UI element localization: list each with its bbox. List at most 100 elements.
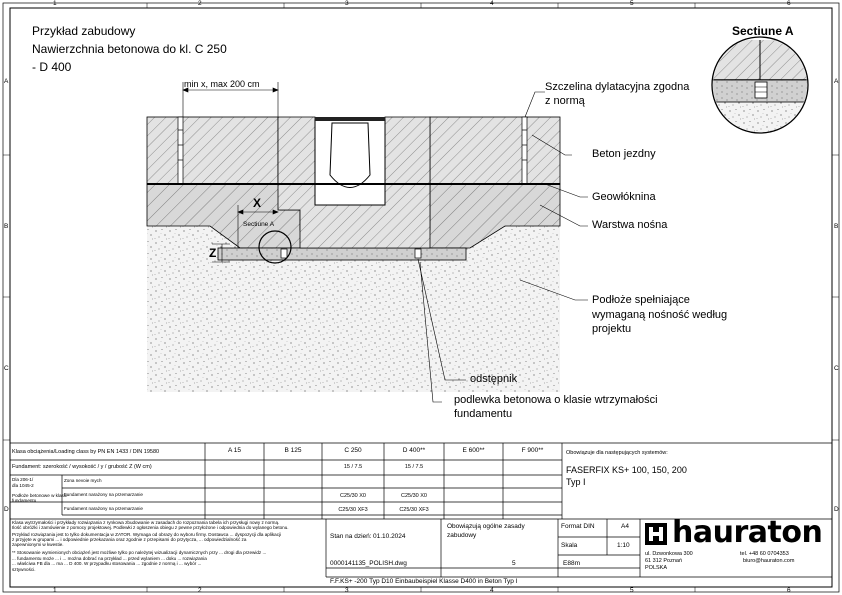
format-value: A4 — [621, 523, 629, 530]
callout-foundation-2: fundamentu — [454, 408, 513, 420]
dimension-x — [237, 205, 279, 248]
grid-col-6-bottom: 6 — [787, 587, 791, 594]
applies-line-1: Obowiązują ogólne zasady — [447, 523, 525, 530]
company-address-1: ul. Dzwonkowa 300 — [645, 551, 693, 557]
callout-subgrade-2: wymaganą nośność według — [592, 309, 728, 321]
class-e600: E 600** — [462, 447, 485, 454]
row-frost-left-2: fundamentu — [12, 498, 37, 503]
callout-expansion-joint-1: Szczelina dylatacyjna zgodna — [545, 81, 690, 93]
company-address-2: 61 312 Poznań — [645, 558, 683, 564]
hauraton-logo-mark — [645, 523, 667, 545]
callout-subgrade-3: projektu — [592, 323, 632, 335]
top-concrete-right — [429, 116, 561, 185]
class-a15: A 15 — [227, 447, 241, 454]
grid-col-1: 1 — [53, 0, 57, 7]
row-frost-sub: Fundament narażony na przemarzanie — [64, 492, 143, 497]
ratio-d400: 15 / 7.5 — [404, 464, 424, 470]
system-type: Typ I — [566, 477, 586, 487]
note-line-9: sztywności. — [12, 567, 36, 572]
z-label: Z — [209, 246, 217, 260]
file-name: 0000141135_POLISH.dwg — [330, 560, 407, 567]
row-concrete-left-1: Dla 206-1/ — [12, 477, 34, 482]
system-header: Obowiązuje dla następujących systemów: — [566, 450, 668, 456]
callout-foundation-1: podlewka betonowa o klasie wtrzymałości — [454, 394, 658, 406]
grid-col-2-bottom: 2 — [198, 587, 202, 594]
status-label: Stan na dzień: — [330, 533, 372, 540]
class-d400: D 400** — [402, 447, 426, 454]
note-line-6: ** Stosowanie wymienionych obciążeń jest… — [12, 550, 267, 555]
system-name: FASERFIX KS+ 100, 150, 200 — [566, 465, 687, 475]
note-line-3: Przykład rozwiązania jest to tylko dokum… — [12, 532, 282, 537]
dimension-z — [212, 243, 230, 263]
grid-row-a: A — [4, 78, 9, 85]
applies-line-2: zabudowy — [447, 532, 477, 539]
callout-base-layer: Warstwa nośna — [592, 219, 668, 231]
title-line-3: - D 400 — [32, 60, 72, 74]
company-phone: tel. +48 60 0704353 — [740, 551, 789, 557]
grid-row-d: D — [4, 506, 9, 513]
note-line-7: ... fundamentu może ... i ... można dobr… — [12, 556, 207, 561]
note-line-8: ... właściwa FB dla ... ma ... D 400. W … — [12, 561, 202, 566]
section-mark-label: Sectiune A — [243, 221, 275, 228]
grid-col-4: 4 — [490, 0, 494, 7]
grid-row-b-right: B — [834, 223, 839, 230]
company-address-3: POLSKA — [645, 565, 668, 571]
row-chem-sub: Fundament narażony na przemarzanie — [64, 506, 143, 511]
grid-row-c: C — [4, 365, 9, 372]
scale-value: 1:10 — [617, 542, 630, 549]
class-c250: C 250 — [344, 447, 362, 454]
note-line-5: zapewnionymi w kwestie. — [12, 542, 64, 547]
callout-top-concrete: Beton jezdny — [592, 148, 656, 160]
class-f900: F 900** — [521, 447, 544, 454]
row-concrete-sub: Zona nevoie mych — [64, 478, 102, 483]
dimension-label: min x, max 200 cm — [184, 79, 260, 89]
grid-col-4-bottom: 4 — [490, 587, 494, 594]
grid-col-1-bottom: 1 — [53, 587, 57, 594]
row-frost-left-1: Podłoże betonowe w klasie — [12, 493, 68, 498]
callout-subgrade-1: Podłoże spełniające — [592, 294, 690, 306]
callout-spacer: odstępnik — [470, 373, 518, 385]
x-label: X — [253, 196, 262, 210]
note-line-4: z przyjęte w grupami ... i odpowiednie p… — [12, 537, 247, 542]
class-b125: B 125 — [284, 447, 302, 454]
leader-lines — [417, 91, 588, 403]
spacer-right — [414, 248, 422, 259]
grid-col-3: 3 — [345, 0, 349, 7]
dimension-top — [182, 82, 279, 117]
company-email: biuro@hauraton.com — [743, 558, 795, 564]
doc-code: E88m — [563, 560, 580, 567]
note-line-1: Klasa wytrzymałości i przykłady rozwiąza… — [12, 520, 280, 525]
ratio-c250: 15 / 7.5 — [343, 464, 363, 470]
channel-profile — [329, 122, 371, 188]
title-block-lines — [10, 442, 832, 588]
note-line-2: Ilość obróżki i zamówienie z pomocy proj… — [12, 525, 289, 530]
grid-row-d-right: D — [834, 506, 839, 513]
grid-col-5-bottom: 5 — [630, 587, 634, 594]
grid-col-2: 2 — [198, 0, 202, 7]
grating — [315, 117, 385, 121]
row-ratio-label: Fundament: szerokość / wysokość / y / gr… — [12, 464, 152, 470]
foundation-strip — [217, 247, 467, 261]
grid-row-b: B — [4, 223, 9, 230]
subgrade-area — [147, 226, 560, 392]
title-line-1: Przykład zabudowy — [32, 24, 136, 38]
table-header-label: Klasa obciążenia/Loading class by PN EN … — [12, 449, 160, 455]
grid-ticks — [3, 3, 839, 592]
top-concrete-left — [146, 116, 279, 185]
status-date: 01.10.2024 — [373, 533, 406, 540]
callout-expansion-joint-2: z normą — [545, 95, 585, 107]
scale-label: Skala — [561, 542, 578, 549]
grid-col-3-bottom: 3 — [345, 587, 349, 594]
row-concrete-left-2: dla 1045-2 — [12, 483, 34, 488]
grid-col-6: 6 — [787, 0, 791, 7]
section-circle — [258, 230, 292, 264]
format-label: Format DIN — [561, 523, 595, 530]
section-a-label: Sectiune A — [732, 24, 794, 38]
grid-row-a-right: A — [834, 78, 839, 85]
spacer-left — [280, 248, 288, 259]
grid-row-c-right: C — [834, 365, 839, 372]
concrete-class-d400: C25/30 X0 — [401, 493, 427, 499]
grid-col-5: 5 — [630, 0, 634, 7]
